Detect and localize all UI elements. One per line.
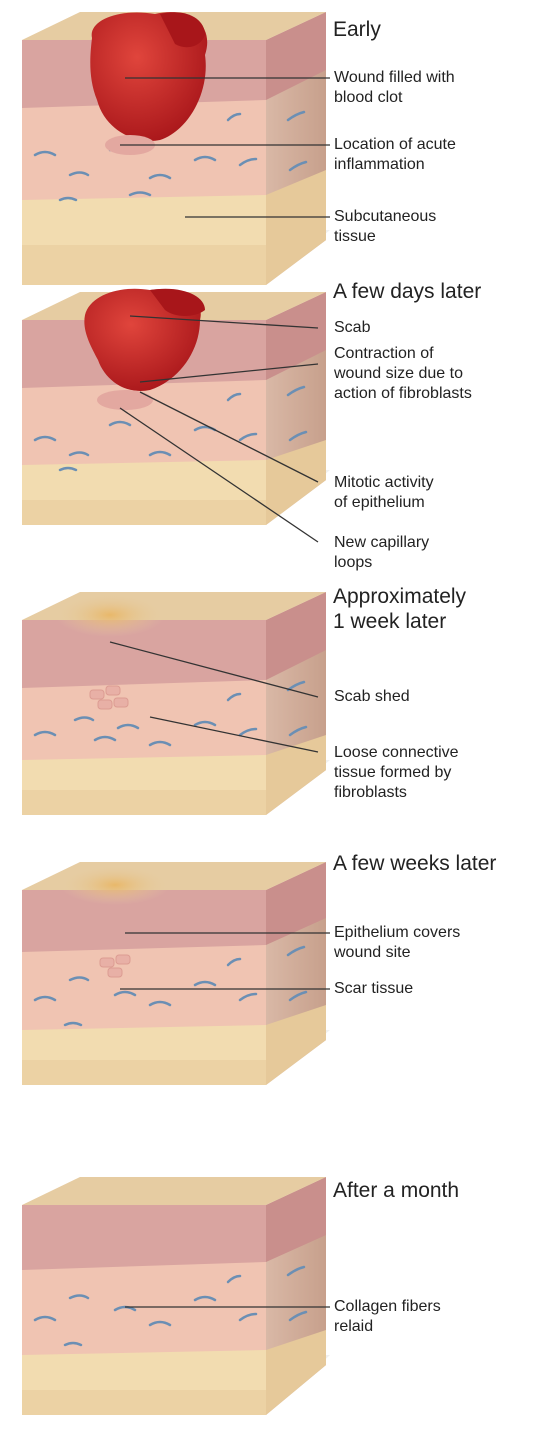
label-wound-clot: Wound filled with blood clot: [334, 68, 455, 108]
label-loose-tissue: Loose connective tissue formed by fibrob…: [334, 743, 459, 803]
label-capillary: New capillary loops: [334, 533, 429, 573]
label-scar: Scar tissue: [334, 979, 413, 999]
label-contraction: Contraction of wound size due to action …: [334, 344, 472, 404]
label-collagen: Collagen fibers relaid: [334, 1297, 441, 1337]
label-scab-shed: Scab shed: [334, 687, 410, 707]
stage-2-block: [22, 289, 330, 525]
stage-title-early: Early: [333, 17, 381, 42]
stage-title-one-week: Approximately 1 week later: [333, 584, 466, 634]
label-mitotic: Mitotic activity of epithelium: [334, 473, 434, 513]
label-scab: Scab: [334, 318, 370, 338]
label-epithelium: Epithelium covers wound site: [334, 923, 460, 963]
stage-title-few-weeks: A few weeks later: [333, 851, 496, 876]
stage-title-after-month: After a month: [333, 1178, 459, 1203]
label-acute-inflammation: Location of acute inflammation: [334, 135, 456, 175]
label-subcutaneous: Subcutaneous tissue: [334, 207, 436, 247]
stage-title-few-days: A few days later: [333, 279, 481, 304]
stage-3-block: [22, 592, 330, 815]
stage-4-block: [22, 862, 330, 1085]
stage-5-block: [22, 1177, 330, 1415]
stage-1-block: [22, 12, 330, 285]
